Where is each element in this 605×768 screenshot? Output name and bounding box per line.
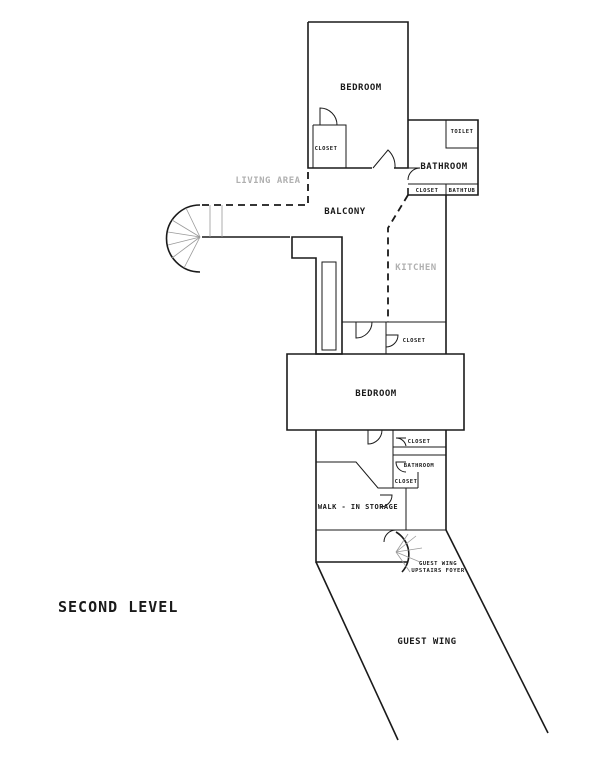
label-bedroom-top: BEDROOM (340, 83, 382, 93)
spiral-stair-guest (395, 531, 423, 573)
label-closet-mid: CLOSET (408, 439, 431, 445)
label-closet-kitchen: CLOSET (403, 338, 426, 344)
guest-wing (315, 529, 549, 741)
bedroom-mid (286, 353, 465, 431)
balcony-stair-block (291, 236, 343, 355)
kitchen (342, 195, 447, 354)
label-kitchen: KITCHEN (395, 263, 436, 273)
lower-wing (315, 429, 447, 563)
label-living-area: LIVING AREA (235, 176, 300, 186)
label-bathroom-mid: BATHROOM (404, 463, 435, 469)
label-guest-wing: GUEST WING (397, 637, 456, 647)
label-closet-low: CLOSET (395, 479, 418, 485)
label-closet-top: CLOSET (315, 146, 338, 152)
label-walk-in-storage: WALK - IN STORAGE (318, 503, 398, 511)
label-guest-foyer-1: GUEST WING (419, 561, 457, 567)
label-toilet: TOILET (451, 129, 474, 135)
spiral-stair-left (165, 204, 290, 273)
label-bathtub: BATHTUB (449, 188, 476, 194)
label-bathroom-top: BATHROOM (420, 162, 467, 172)
bathroom-top (407, 119, 479, 196)
label-closet-small: CLOSET (416, 188, 439, 194)
balcony-boundary (200, 172, 409, 322)
label-bedroom-mid: BEDROOM (355, 389, 397, 399)
label-balcony: BALCONY (324, 207, 366, 217)
label-guest-foyer-2: UPSTAIRS FOYER (411, 568, 465, 574)
plan-title: SECOND LEVEL (58, 598, 178, 616)
bedroom-top (307, 21, 409, 169)
